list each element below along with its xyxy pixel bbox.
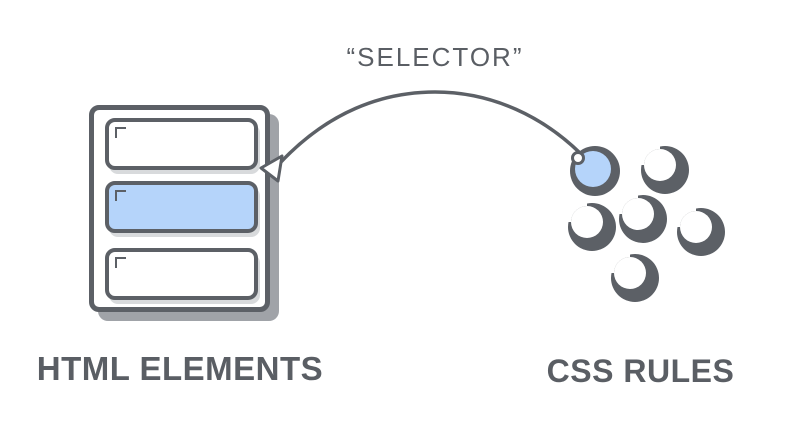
html-elements-box [89, 105, 270, 312]
html-element-row [105, 248, 258, 300]
css-rule-ball [611, 187, 667, 243]
corner-mark-icon [115, 190, 126, 201]
css-rule-ball [633, 138, 689, 194]
ball-face [680, 211, 712, 243]
css-rule-ball [560, 195, 616, 251]
css-rules-caption: CSS RULES [546, 353, 735, 389]
selector-arrow-curve [278, 90, 582, 165]
ball-face [622, 198, 654, 230]
ball-face [571, 206, 603, 238]
html-elements-caption: HTML ELEMENTS [36, 350, 324, 387]
corner-mark-icon [115, 127, 126, 138]
css-rule-ball [570, 146, 620, 196]
selector-pin-dot [571, 151, 585, 165]
ball-face [614, 257, 646, 289]
css-rule-ball [603, 246, 659, 302]
html-element-row [105, 118, 258, 170]
ball-face [644, 149, 676, 181]
html-element-row [105, 181, 258, 233]
css-rule-ball [669, 200, 725, 256]
selector-annotation: “SELECTOR” [346, 42, 524, 72]
corner-mark-icon [115, 257, 126, 268]
